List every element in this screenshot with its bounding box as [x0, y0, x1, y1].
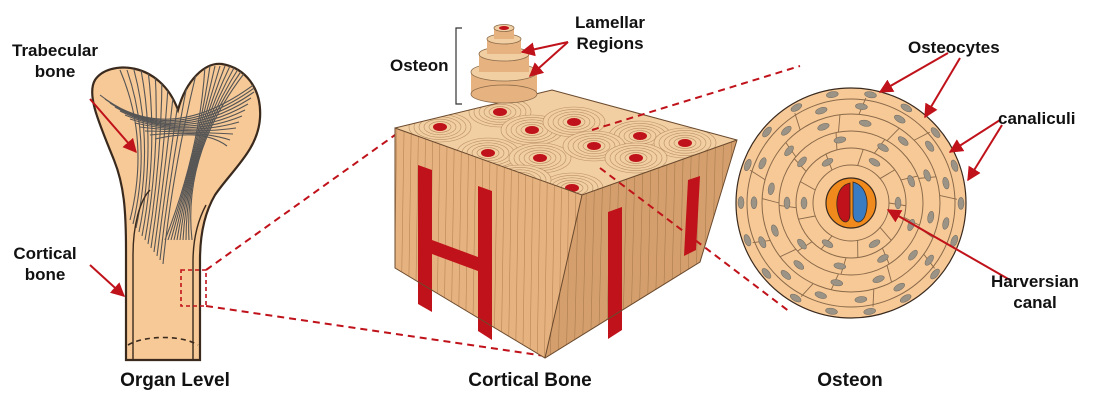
harversian-canal-label: Harversian canal — [980, 271, 1090, 313]
lamellar-label-line2: Regions — [560, 33, 660, 54]
canaliculi-label: canaliculi — [998, 108, 1075, 129]
caption-osteon: Osteon — [790, 370, 910, 391]
osteon-side-text: Osteon — [390, 56, 449, 75]
femur-illustration — [92, 64, 260, 360]
caption-cortical-bone: Cortical Bone — [430, 370, 630, 391]
harversian-label-line2: canal — [980, 292, 1090, 313]
trabecular-label-line1: Trabecular — [10, 40, 100, 61]
cortical-bone-label: Cortical bone — [5, 243, 85, 285]
canaliculi-text: canaliculi — [998, 109, 1075, 128]
cortical-cube — [393, 25, 737, 371]
osteon-stack — [471, 25, 537, 104]
lamellar-regions-label: Lamellar Regions — [560, 12, 660, 54]
cortical-arrow — [90, 265, 124, 296]
osteocytes-arrow-1 — [880, 53, 948, 92]
cortical-label-line1: Cortical — [5, 243, 85, 264]
harversian-label-line1: Harversian — [980, 271, 1090, 292]
osteon-side-label: Osteon — [390, 55, 449, 76]
osteon-bracket — [456, 28, 462, 104]
canaliculi-arrow-1 — [950, 120, 1000, 152]
caption-organ-level: Organ Level — [95, 370, 255, 391]
osteocytes-label: Osteocytes — [908, 37, 1000, 58]
harversian-canal-ring — [826, 178, 876, 228]
trabecular-bone-label: Trabecular bone — [10, 40, 100, 82]
osteocytes-text: Osteocytes — [908, 38, 1000, 57]
osteon-cross-section — [736, 88, 966, 318]
trabecular-label-line2: bone — [10, 61, 100, 82]
lamellar-label-line1: Lamellar — [560, 12, 660, 33]
cortical-label-line2: bone — [5, 264, 85, 285]
canaliculi-arrow-2 — [968, 125, 1002, 180]
osteocytes-arrow-2 — [925, 58, 960, 117]
